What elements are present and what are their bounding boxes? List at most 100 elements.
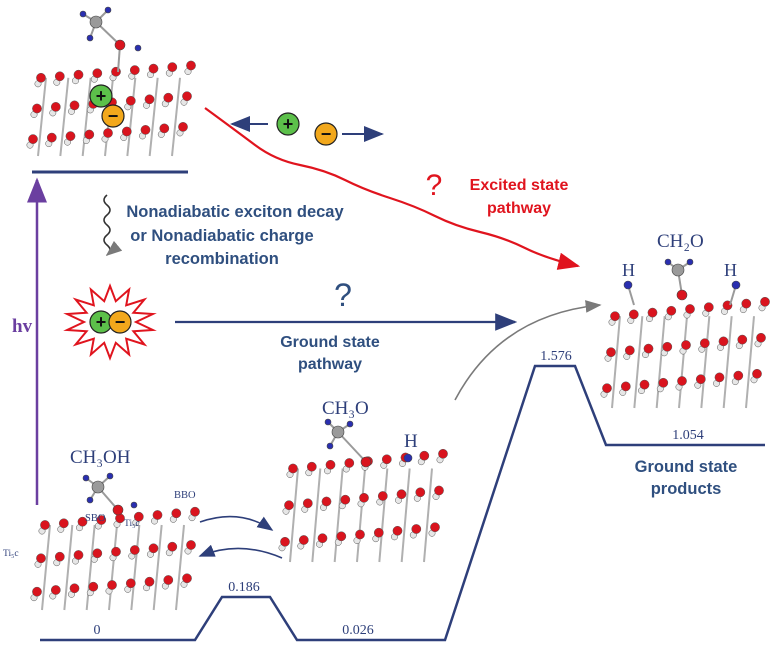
red-question-mark: ?	[426, 169, 443, 202]
oxygen-atom	[92, 548, 103, 559]
oxygen-atom	[32, 103, 42, 114]
adsorbate-excited	[79, 6, 142, 73]
bond	[171, 77, 181, 157]
nonadiabatic-label: Nonadiabatic exciton decay or Nonadiabat…	[126, 203, 344, 268]
oxygen-atom	[171, 508, 182, 519]
bond	[337, 431, 367, 463]
nonadiabatic-line-2: or Nonadiabatic charge	[130, 227, 313, 245]
bond	[356, 468, 366, 563]
bond	[130, 524, 141, 611]
oxygen-atom	[103, 128, 113, 138]
energy-value-0026: 0.026	[342, 623, 374, 638]
adsorbate-atom	[331, 425, 345, 439]
oxygen-atom	[129, 65, 140, 75]
oxygen-atom	[752, 368, 762, 379]
oxygen-atom	[419, 450, 430, 461]
hole-carrier-separated: +	[276, 112, 300, 136]
adsorbate-initial	[82, 472, 138, 516]
forward-curved-arrow	[199, 515, 274, 531]
oxygen-atom	[92, 68, 103, 79]
bond	[678, 316, 688, 409]
adsorbate-atom	[664, 258, 672, 266]
plus-sign: +	[96, 86, 107, 106]
ground-products-line-1: Ground state	[635, 458, 738, 476]
oxygen-atom	[306, 461, 317, 472]
adsorbate-atom	[360, 456, 372, 468]
adsorbate-atom	[403, 453, 413, 463]
oxygen-atom	[620, 381, 631, 392]
oxygen-atom	[280, 536, 290, 547]
bond	[148, 77, 159, 157]
adsorbate-intermediate	[324, 418, 413, 468]
ground-products-label: Ground state products	[635, 458, 738, 498]
oxygen-atom	[65, 131, 76, 141]
minus-sign: −	[321, 124, 332, 144]
bond	[333, 468, 344, 563]
bond	[378, 468, 389, 563]
product-curved-arrow	[454, 300, 602, 401]
oxygen-atom	[381, 454, 392, 465]
oxygen-atom	[186, 60, 196, 71]
adsorbate-atom	[324, 418, 332, 426]
methanol-label: CH₃OH	[70, 447, 131, 468]
energy-profile	[32, 170, 765, 642]
hv-label: hv	[12, 316, 33, 337]
oxygen-atom	[77, 516, 88, 527]
oxygen-atom	[355, 529, 365, 540]
oxygen-atom	[606, 347, 616, 358]
adsorbate-atom	[130, 501, 138, 509]
oxygen-atom	[756, 332, 766, 343]
oxygen-atom	[377, 491, 388, 501]
oxygen-atom	[699, 338, 710, 349]
oxygen-atom	[666, 305, 677, 316]
electron-carrier-exciton: −	[108, 310, 132, 334]
oxygen-atom	[54, 551, 65, 562]
bond	[175, 524, 185, 611]
energy-value-1576: 1.576	[540, 349, 572, 364]
adsorbate-atom	[91, 480, 105, 494]
oxygen-atom	[415, 487, 426, 498]
oxygen-atom	[50, 102, 61, 112]
oxygen-atom	[695, 374, 706, 385]
adsorbate-atom	[676, 289, 688, 301]
oxygen-atom	[624, 345, 635, 356]
site-sbo-label: SBO	[85, 513, 106, 524]
oxygen-atom	[144, 576, 155, 587]
oxygen-atom	[741, 298, 752, 309]
oxygen-atom	[36, 72, 46, 83]
adsorbate-atom	[79, 10, 87, 18]
hydrogen-label-mid: H	[404, 431, 418, 452]
bond	[700, 316, 711, 409]
bond	[655, 316, 666, 409]
bond	[311, 468, 322, 563]
oxygen-atom	[144, 94, 155, 105]
adsorbate-atom	[346, 420, 354, 428]
oxygen-atom	[178, 122, 188, 132]
oxygen-atom	[84, 129, 95, 140]
ground-pathway-label: Ground state pathway	[280, 334, 380, 373]
electron-carrier-slab: −	[101, 104, 125, 128]
bond	[63, 524, 74, 611]
adsorbate-atom	[686, 258, 694, 266]
energy-value-1054: 1.054	[672, 428, 704, 443]
bond	[59, 77, 70, 157]
adsorbate-atom	[104, 6, 112, 14]
bond	[126, 77, 137, 157]
adsorbate-atom	[326, 442, 334, 450]
oxygen-atom	[639, 379, 650, 390]
nonadiabatic-line-3: recombination	[165, 250, 279, 268]
bond	[745, 316, 755, 409]
oxygen-atom	[182, 573, 192, 584]
energy-value-0: 0	[94, 623, 101, 638]
minus-sign: −	[115, 312, 126, 332]
adsorbate-atom	[89, 15, 103, 29]
bond	[611, 316, 621, 409]
oxygen-atom	[737, 334, 748, 345]
oxygen-atom	[125, 578, 136, 589]
adsorbate-atom	[114, 39, 126, 51]
ground-pathway-line-2: pathway	[298, 356, 362, 373]
bond	[152, 524, 163, 611]
oxygen-atom	[325, 459, 336, 470]
oxygen-atom	[359, 492, 369, 503]
hydrogen-label-prod-right: H	[724, 260, 737, 280]
